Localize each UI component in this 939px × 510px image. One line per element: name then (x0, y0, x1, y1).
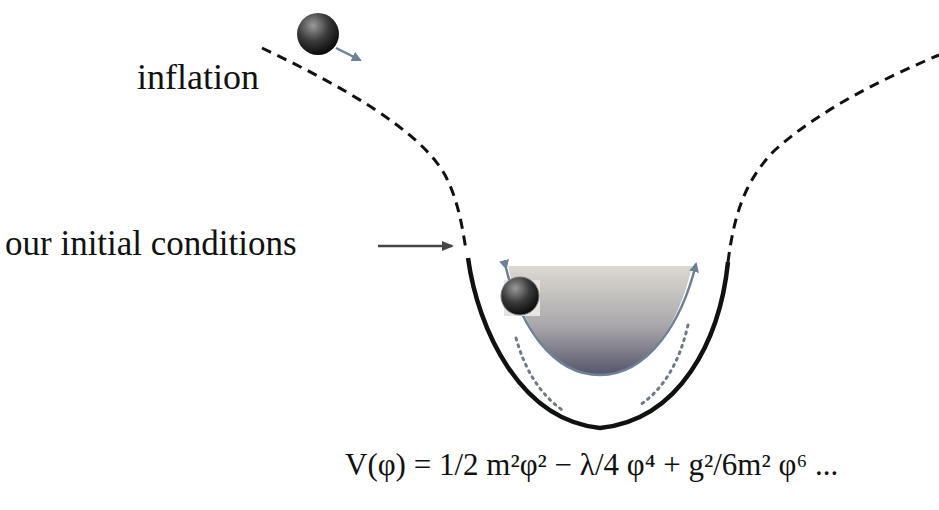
motion-arrow (336, 48, 360, 60)
dotted-curve (640, 325, 688, 405)
dotted-curve (516, 338, 565, 412)
ball (501, 277, 539, 315)
phase-label: inflation (137, 58, 259, 98)
pointer-arrow (378, 245, 452, 248)
potential-well (468, 258, 728, 428)
potential-formula: V(φ) = 1/2 m²φ² − λ/4 φ⁴ + g²/6m² φ⁶ ... (345, 448, 838, 482)
pointer-label: our initial conditions (5, 225, 297, 264)
ball (297, 13, 339, 55)
potential-dashed (728, 55, 939, 262)
potential-dashed (262, 48, 466, 250)
